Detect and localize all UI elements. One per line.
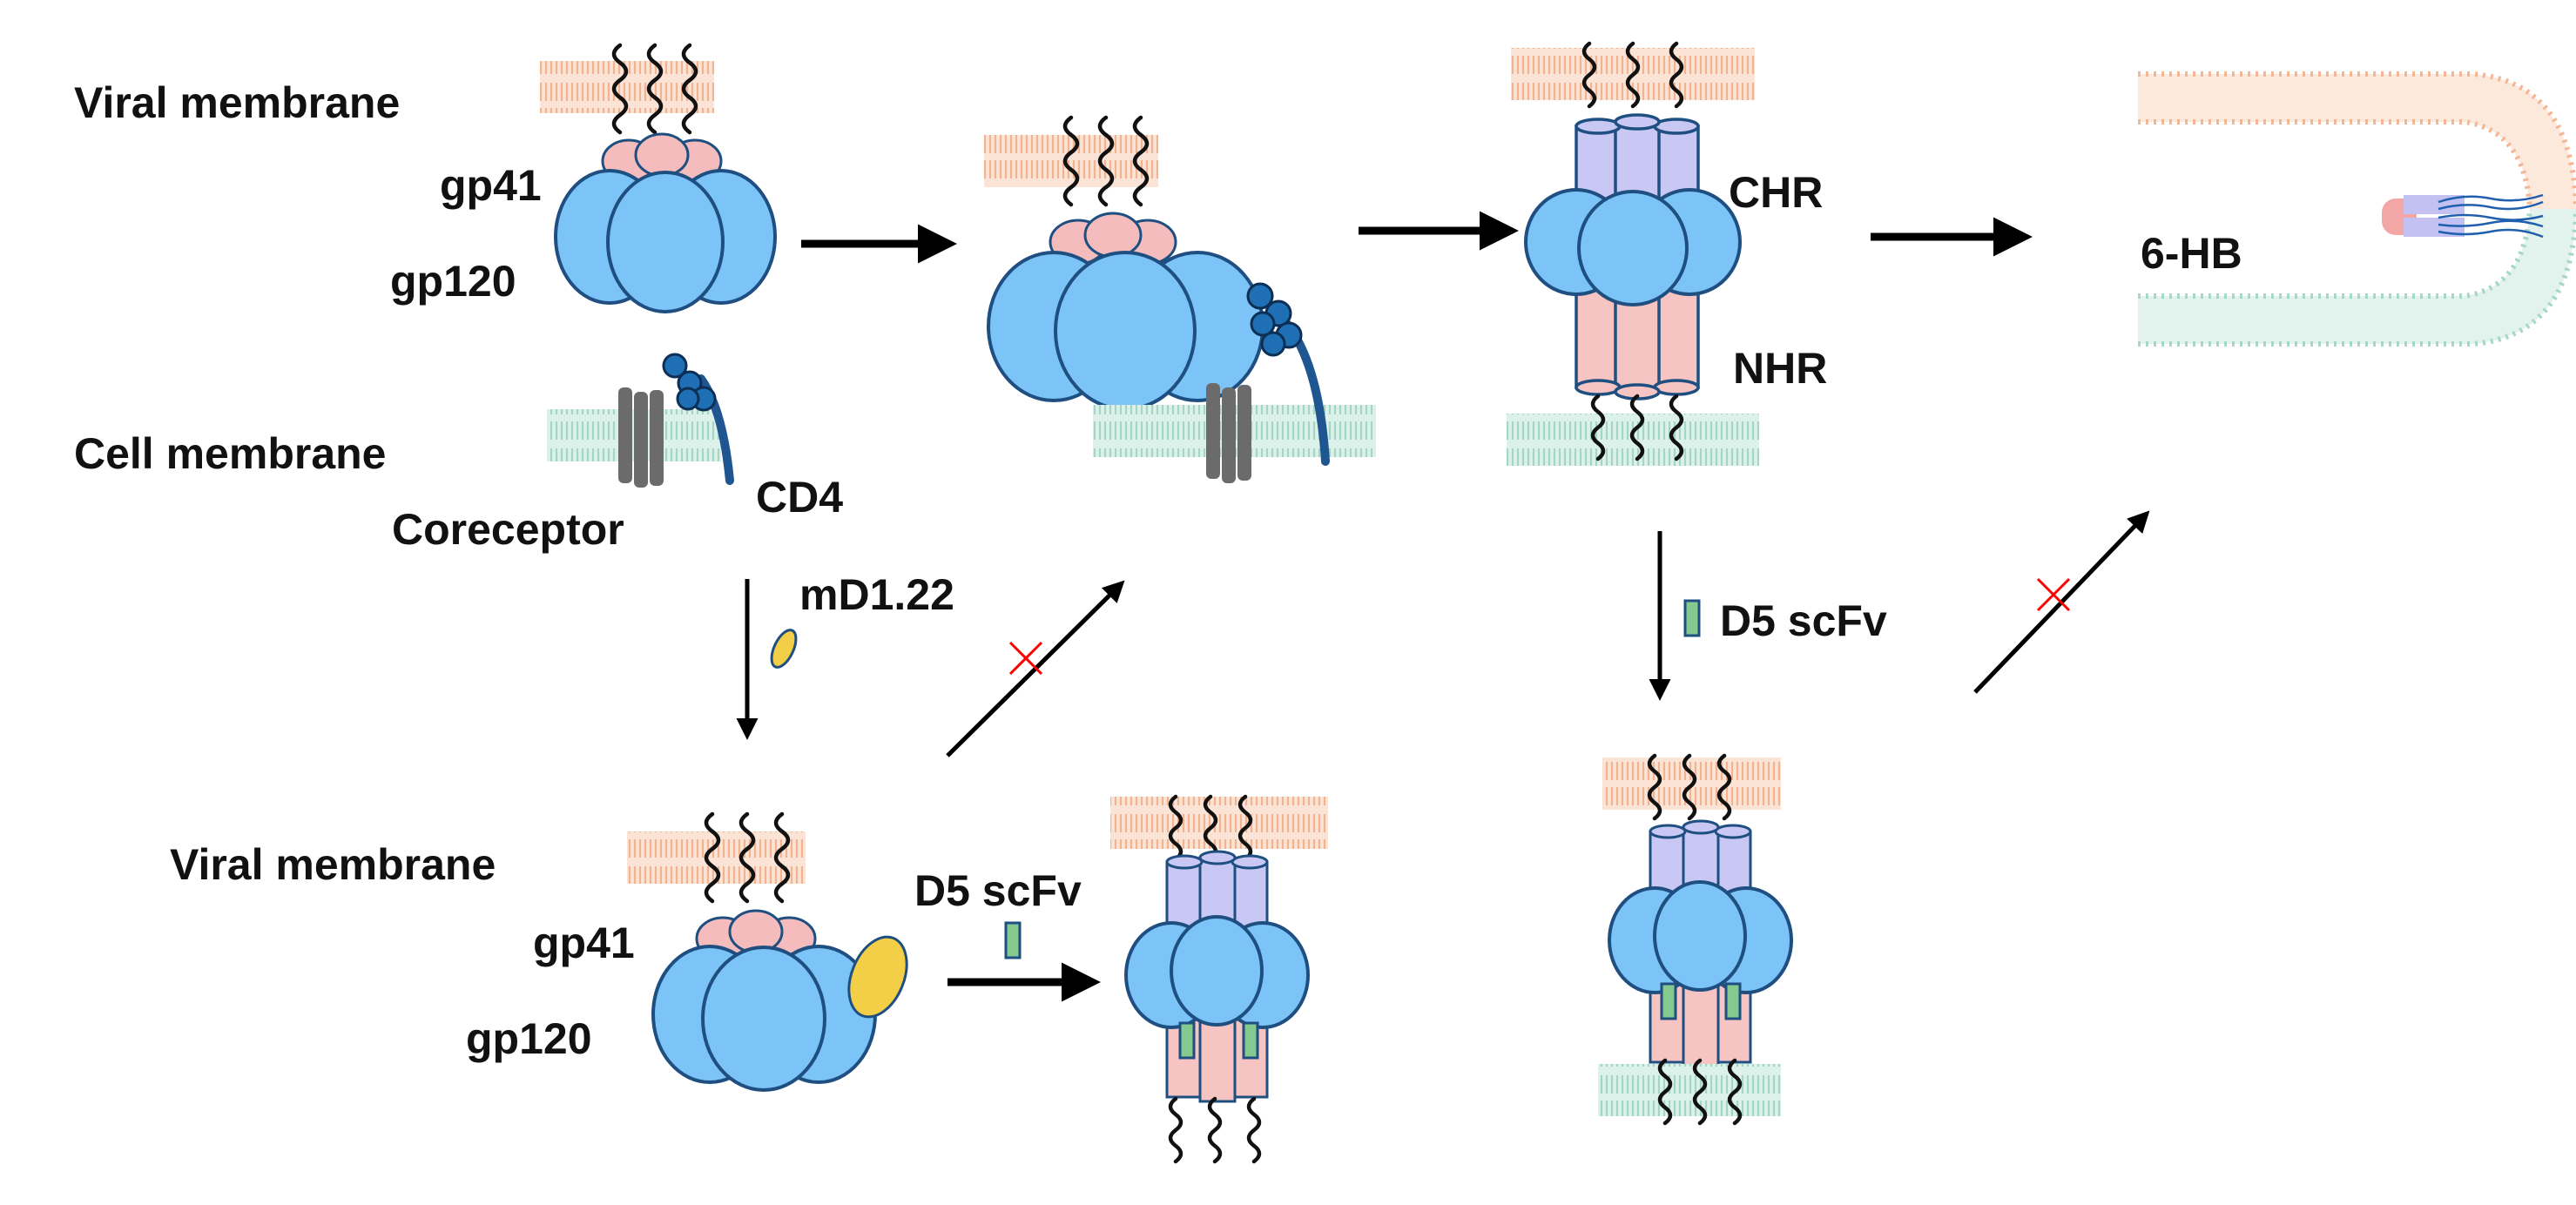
viral-membrane-icon <box>984 135 1158 187</box>
viral-membrane-label: Viral membrane <box>170 840 496 889</box>
d5-scfv-icon <box>1178 1021 1259 1060</box>
cell-membrane-icon <box>1598 1064 1781 1116</box>
gp120-icon <box>554 169 777 313</box>
viral-membrane-outer-line2 <box>2138 71 2576 210</box>
cd4-domain-icon <box>1246 282 1303 357</box>
viral-membrane-label: Viral membrane <box>74 78 400 127</box>
d5-scfv-icon <box>1683 599 1701 637</box>
gp120-icon <box>987 251 1264 411</box>
gp120-icon <box>1608 880 1793 994</box>
six-hb-label: 6-HB <box>2141 229 2242 278</box>
coreceptor-icon <box>1206 383 1251 483</box>
gp120-icon <box>651 945 877 1092</box>
d5-blocked-intermediate-left <box>1110 797 1328 1161</box>
gp41-label: gp41 <box>533 919 635 967</box>
cell-membrane-label: Cell membrane <box>74 429 386 478</box>
block-cross-icon <box>1008 641 1043 676</box>
cd4-icon <box>697 374 734 485</box>
chr-helix-icon-lower <box>2404 218 2465 237</box>
cell-receptor-group: Cell membrane Coreceptor CD4 <box>74 353 843 554</box>
cd4-label: CD4 <box>756 473 843 522</box>
d5-scfv-icon <box>1004 921 1022 959</box>
coreceptor-label: Coreceptor <box>392 505 624 554</box>
gp120-label: gp120 <box>466 1014 592 1063</box>
d5-blocked-intermediate-right <box>1598 756 1793 1123</box>
cell-membrane-icon <box>2138 209 2576 344</box>
gp120-icon <box>1524 188 1742 306</box>
helix-tail-icons <box>2438 193 2544 239</box>
chr-label: CHR <box>1729 168 1823 217</box>
md122-label: mD1.22 <box>799 570 954 619</box>
viral-membrane-icon <box>1110 797 1328 849</box>
cell-membrane-outer-line2 <box>2138 208 2576 347</box>
coreceptor-icon <box>618 387 664 488</box>
arrow-blocked-md122 <box>946 580 1125 757</box>
viral-membrane-outer-line <box>2138 119 2532 210</box>
d5-scfv-label-bottom: D5 scFv <box>914 866 1082 915</box>
gp120-icon <box>1124 915 1310 1029</box>
nhr-label: NHR <box>1733 344 1827 393</box>
cd4-domain-icon <box>662 353 717 412</box>
d5-scfv-icon <box>1660 982 1742 1020</box>
md122-inhibitor-icon <box>847 935 908 1019</box>
cell-membrane-outer-line <box>2138 208 2532 299</box>
prehairpin-group: CHR NHR <box>1507 44 1827 466</box>
viral-membrane-icon <box>627 831 806 884</box>
cd4-bound-env-group <box>984 118 1376 483</box>
six-helix-bundle-group: 6-HB <box>2138 71 2576 347</box>
fusion-peptide-icons <box>1170 1099 1259 1161</box>
d5-scfv-label-right: D5 scFv <box>1720 596 1887 645</box>
gp120-label: gp120 <box>390 257 516 306</box>
block-cross-icon <box>2036 577 2071 612</box>
native-env-group: Viral membrane gp41 gp120 <box>74 45 777 313</box>
md122-bound-env-group: Viral membrane gp41 gp120 <box>170 814 908 1092</box>
gp41-label: gp41 <box>440 161 542 210</box>
md122-inhibitor-icon <box>770 629 798 669</box>
